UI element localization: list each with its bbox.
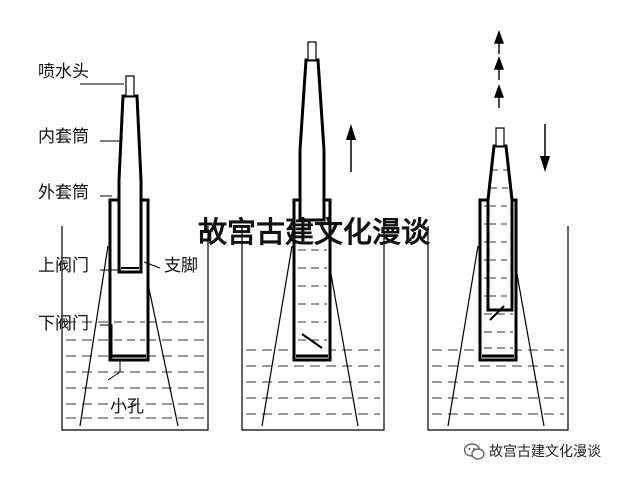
inner-tube-3: [486, 144, 514, 312]
label-inner-tube: 内套筒: [38, 127, 89, 147]
credit-text: 故宫古建文化漫谈: [489, 444, 601, 460]
panel-3: [427, 29, 569, 431]
outer-tube-2: [292, 198, 332, 362]
open-valve-2: [301, 333, 323, 349]
leader-lines: [80, 83, 161, 381]
container-3: [427, 226, 569, 431]
nozzle-3: [495, 127, 505, 147]
support-leg-3a: [447, 245, 479, 427]
wechat-icon: [463, 443, 485, 460]
watermark-title: 故宫古建文化漫谈: [198, 215, 431, 249]
up-arrow: [346, 124, 356, 172]
down-arrow: [540, 124, 550, 172]
inner-tube-1: [117, 94, 143, 274]
open-valve-3: [489, 305, 505, 321]
support-leg-1a: [79, 245, 109, 427]
container-1: [61, 226, 209, 431]
nozzle-2: [307, 41, 317, 61]
support-leg-2a: [261, 245, 293, 427]
label-small-hole: 小孔: [110, 397, 144, 417]
label-upper-valve: 上阀门: [38, 256, 89, 276]
panel-2: [241, 41, 385, 431]
panel-1: [61, 75, 209, 431]
label-nozzle: 喷水头: [38, 62, 89, 82]
container-2: [241, 226, 385, 431]
label-lower-valve: 下阀门: [38, 314, 89, 334]
label-outer-tube: 外套筒: [38, 183, 89, 203]
label-support-legs: 支脚: [164, 256, 198, 276]
inner-tube-2: [298, 58, 326, 222]
water-jet-arrows: [494, 29, 504, 108]
nozzle-1: [125, 75, 135, 97]
